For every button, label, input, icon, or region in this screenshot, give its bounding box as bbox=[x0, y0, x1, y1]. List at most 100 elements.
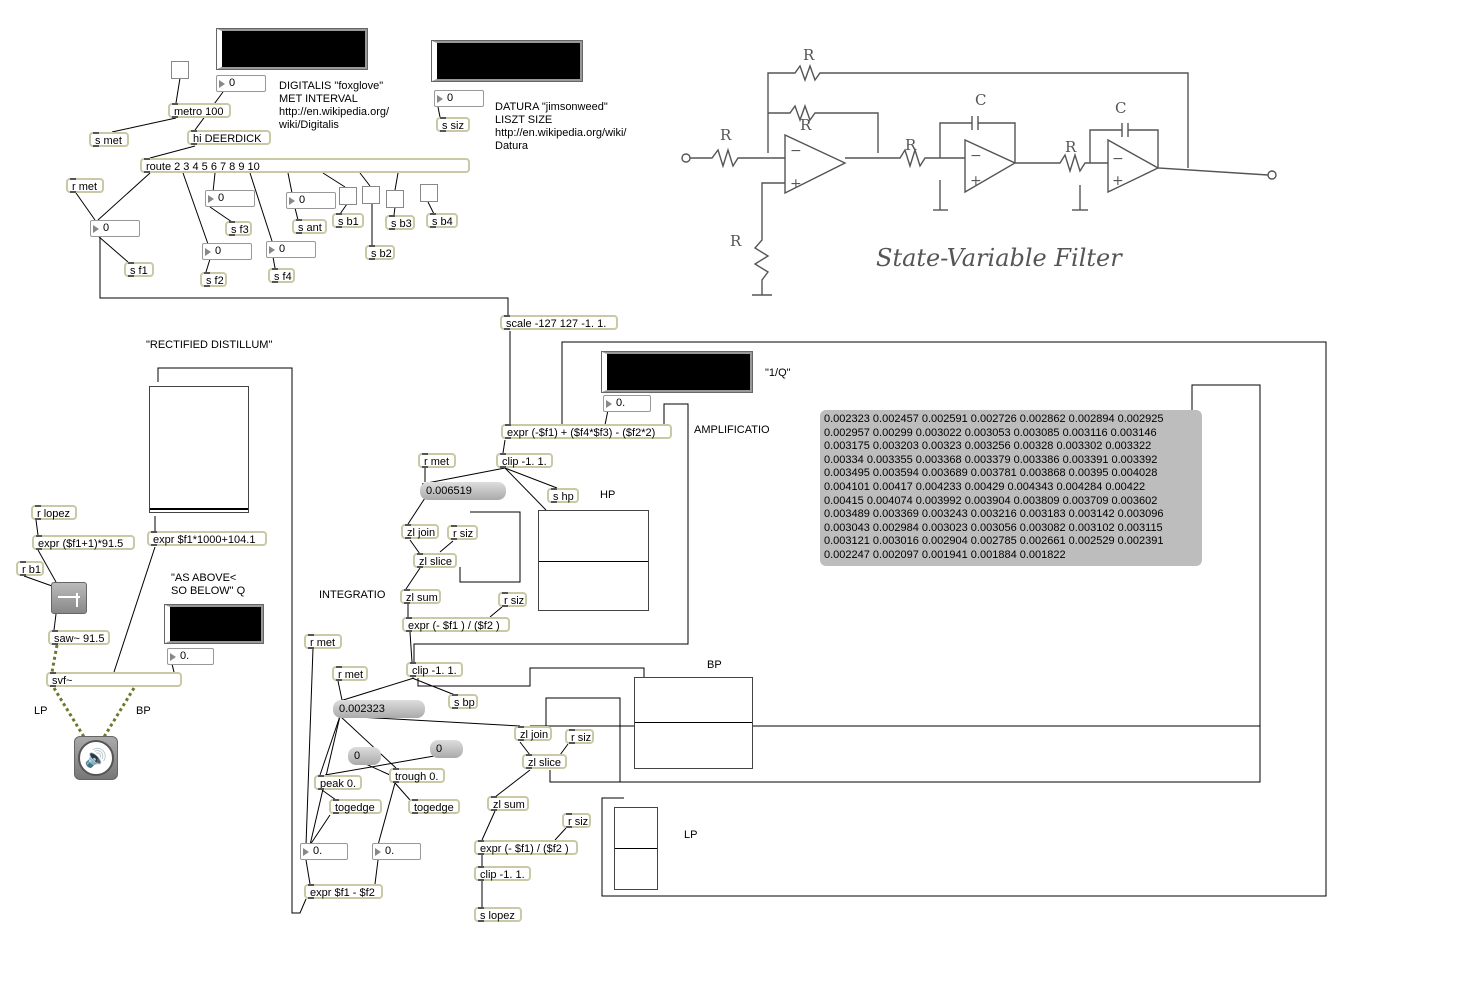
s-f4-object[interactable]: s f4 bbox=[268, 268, 295, 283]
expr-avg-object[interactable]: expr (- $f1) / ($f2 ) bbox=[474, 840, 578, 855]
met-number-box[interactable]: 0 bbox=[216, 75, 266, 92]
metro-object[interactable]: metro 100 bbox=[168, 103, 231, 118]
bp-comment: BP bbox=[707, 659, 722, 671]
gate-switch[interactable] bbox=[51, 582, 87, 614]
zl-join-object[interactable]: zl join bbox=[514, 726, 552, 741]
liszt-size-display bbox=[431, 40, 583, 82]
s-b1-object[interactable]: s b1 bbox=[332, 213, 364, 228]
zl-sum-object[interactable]: zl sum bbox=[400, 589, 441, 604]
zl-slice-object[interactable]: zl slice bbox=[413, 553, 457, 568]
r-lopez-object[interactable]: r lopez bbox=[31, 505, 77, 520]
r-siz-object[interactable]: r siz bbox=[565, 729, 594, 744]
met-interval-display bbox=[216, 28, 368, 70]
zl-join-object[interactable]: zl join bbox=[401, 524, 439, 539]
amp-number-box[interactable]: 0. bbox=[603, 395, 651, 412]
togedge-object[interactable]: togedge bbox=[408, 799, 460, 814]
ezdac-speaker[interactable]: 🔊 bbox=[74, 736, 118, 780]
s-b4-object[interactable]: s b4 bbox=[426, 213, 458, 228]
expr-diff-object[interactable]: expr $f1 - $f2 bbox=[304, 884, 383, 899]
integrator-number[interactable]: 0.006519 bbox=[420, 482, 506, 500]
s-f2-object[interactable]: s f2 bbox=[200, 272, 227, 287]
expr-q-object[interactable]: expr $f1*1000+104.1 bbox=[147, 531, 267, 546]
sketch-r-label: R bbox=[720, 126, 732, 144]
siz-number-box[interactable]: 0 bbox=[434, 90, 484, 107]
s-hp-object[interactable]: s hp bbox=[547, 488, 579, 503]
rectified-distillum-comment: "RECTIFIED DISTILLUM" bbox=[146, 339, 273, 351]
b3-bang[interactable] bbox=[386, 190, 404, 208]
sketch-r-label: R bbox=[803, 46, 815, 64]
s-b3-object[interactable]: s b3 bbox=[385, 215, 415, 230]
s-b2-object[interactable]: s b2 bbox=[365, 245, 395, 260]
r-met-object[interactable]: r met bbox=[304, 634, 342, 649]
bp-multislider[interactable] bbox=[634, 677, 753, 769]
amplificatio-comment: AMPLIFICATIO bbox=[694, 424, 770, 436]
s-met-object[interactable]: s met bbox=[89, 132, 129, 147]
svg-text:−: − bbox=[1112, 151, 1124, 167]
s-bp-object[interactable]: s bp bbox=[448, 694, 478, 709]
expr-lopez-object[interactable]: expr ($f1+1)*91.5 bbox=[32, 535, 135, 550]
b4-bang[interactable] bbox=[420, 184, 438, 202]
bp-output-comment: BP bbox=[136, 705, 151, 717]
sketch-r-label: R bbox=[905, 136, 917, 154]
peak-output-number[interactable]: 0. bbox=[300, 843, 348, 860]
s-lopez-object[interactable]: s lopez bbox=[474, 907, 522, 922]
togedge-object[interactable]: togedge bbox=[329, 799, 382, 814]
svg-text:+: + bbox=[790, 176, 802, 192]
r-siz-object[interactable]: r siz bbox=[562, 813, 591, 828]
f3-number-box[interactable]: 0 bbox=[205, 190, 255, 207]
s-f3-object[interactable]: s f3 bbox=[225, 221, 252, 236]
q-number-box[interactable]: 0. bbox=[167, 648, 214, 665]
s-f1-object[interactable]: s f1 bbox=[124, 262, 154, 277]
svf-object[interactable]: svf~ bbox=[46, 672, 182, 687]
lp-comment: LP bbox=[684, 829, 698, 841]
f4-number-box[interactable]: 0 bbox=[266, 241, 316, 258]
start-bang[interactable] bbox=[171, 61, 189, 79]
r-b1-object[interactable]: r b1 bbox=[16, 561, 44, 576]
peak-init-number[interactable]: 0 bbox=[348, 747, 381, 765]
svg-text:+: + bbox=[970, 173, 982, 189]
s-siz-object[interactable]: s siz bbox=[436, 117, 470, 132]
expr-main-object[interactable]: expr (-$f1) + ($f4*$f3) - ($f2*2) bbox=[501, 424, 672, 439]
inv-q-comment: "1/Q" bbox=[765, 367, 791, 379]
r-siz-object[interactable]: r siz bbox=[498, 592, 527, 607]
bandpass-number[interactable]: 0.002323 bbox=[333, 700, 425, 718]
filter-coefficient-list[interactable]: 0.002323 0.002457 0.002591 0.002726 0.00… bbox=[820, 410, 1202, 566]
ant-number-box[interactable]: 0 bbox=[286, 192, 336, 209]
svg-text:+: + bbox=[1112, 173, 1124, 189]
f1-number-box[interactable]: 0 bbox=[90, 220, 140, 237]
sketch-r-label: R bbox=[730, 232, 742, 250]
expr-avg-object[interactable]: expr (- $f1 ) / ($f2 ) bbox=[402, 617, 510, 632]
trough-init-number[interactable]: 0 bbox=[430, 740, 463, 758]
r-siz-object[interactable]: r siz bbox=[447, 525, 478, 540]
zl-slice-object[interactable]: zl slice bbox=[522, 754, 567, 769]
saw-object[interactable]: saw~ 91.5 bbox=[48, 630, 110, 645]
clip-3-object[interactable]: clip -1. 1. bbox=[474, 866, 531, 881]
rectified-multislider[interactable] bbox=[149, 386, 249, 513]
lp-output-comment: LP bbox=[34, 705, 48, 717]
b2-bang[interactable] bbox=[362, 186, 380, 204]
as-above-comment: "AS ABOVE< SO BELOW" Q bbox=[171, 572, 246, 597]
r-met-object[interactable]: r met bbox=[418, 453, 456, 468]
hp-multislider[interactable] bbox=[538, 510, 649, 611]
hi-object[interactable]: hi DEERDICK bbox=[187, 130, 271, 145]
lp-multislider[interactable] bbox=[614, 807, 658, 890]
trough-object[interactable]: trough 0. bbox=[389, 768, 445, 783]
s-ant-object[interactable]: s ant bbox=[292, 219, 327, 234]
datura-comment: DATURA "jimsonweed" LISZT SIZE http://en… bbox=[495, 101, 627, 152]
route-object[interactable]: route 2 3 4 5 6 7 8 9 10 bbox=[140, 158, 470, 173]
f2-number-box[interactable]: 0 bbox=[202, 243, 252, 260]
r-met-object[interactable]: r met bbox=[332, 666, 368, 681]
sketch-c-label: C bbox=[1115, 99, 1126, 117]
r-met-object[interactable]: r met bbox=[66, 178, 104, 193]
trough-output-number[interactable]: 0. bbox=[372, 843, 421, 860]
scale-object[interactable]: scale -127 127 -1. 1. bbox=[500, 315, 618, 330]
b1-bang[interactable] bbox=[339, 187, 357, 205]
sketch-title: State-Variable Filter bbox=[876, 244, 1123, 272]
peak-object[interactable]: peak 0. bbox=[314, 775, 362, 790]
inv-q-display bbox=[601, 351, 753, 393]
clip-1-object[interactable]: clip -1. 1. bbox=[496, 453, 553, 468]
zl-sum-object[interactable]: zl sum bbox=[487, 796, 529, 811]
clip-2-object[interactable]: clip -1. 1. bbox=[406, 662, 463, 677]
